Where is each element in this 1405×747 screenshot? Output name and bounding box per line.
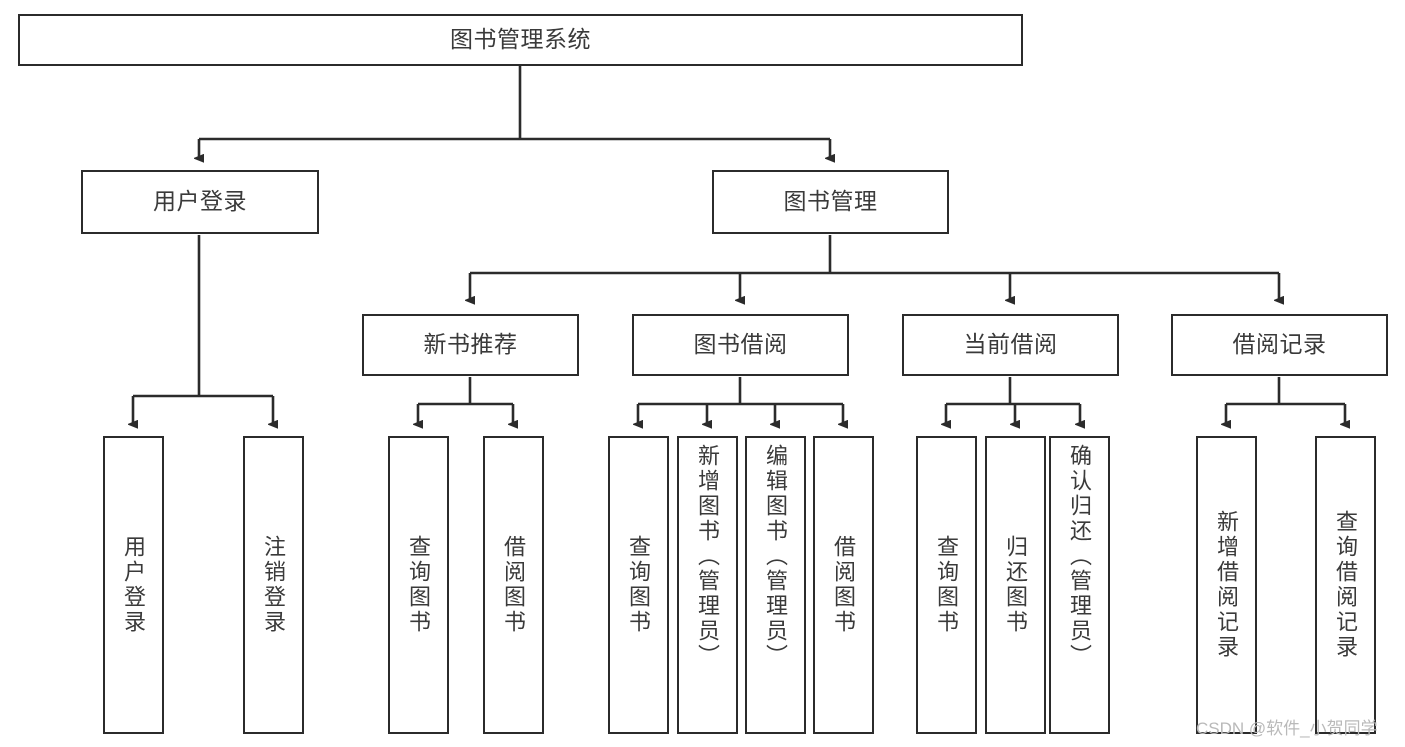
node-label: 确认归还（管理员） [1067, 444, 1093, 669]
node-new-book-recommend[interactable]: 新书推荐 [362, 314, 579, 376]
node-label: 注销登录 [261, 535, 287, 635]
leaf-query-borrow-record[interactable]: 查询借阅记录 [1315, 436, 1376, 734]
node-label: 图书管理 [783, 188, 878, 215]
leaf-edit-book-admin[interactable]: 编辑图书（管理员） [745, 436, 806, 734]
node-label: 图书借阅 [693, 331, 788, 358]
leaf-user-logout[interactable]: 注销登录 [243, 436, 304, 734]
node-label: 用户登录 [153, 188, 247, 215]
node-label: 借阅图书 [501, 535, 527, 635]
leaf-borrow-book-recommend[interactable]: 借阅图书 [483, 436, 544, 734]
node-label: 归还图书 [1003, 535, 1029, 635]
leaf-query-book-borrow[interactable]: 查询图书 [608, 436, 669, 734]
leaf-add-book-admin[interactable]: 新增图书（管理员） [677, 436, 738, 734]
node-root-system[interactable]: 图书管理系统 [18, 14, 1023, 66]
node-label: 新增图书（管理员） [695, 444, 721, 669]
node-book-borrow[interactable]: 图书借阅 [632, 314, 849, 376]
leaf-add-borrow-record[interactable]: 新增借阅记录 [1196, 436, 1257, 734]
node-label: 查询图书 [406, 535, 432, 635]
node-label: 编辑图书（管理员） [763, 444, 789, 669]
node-label: 查询图书 [934, 535, 960, 635]
node-label: 用户登录 [121, 535, 147, 635]
leaf-return-book[interactable]: 归还图书 [985, 436, 1046, 734]
node-user-login[interactable]: 用户登录 [81, 170, 319, 234]
node-book-manage[interactable]: 图书管理 [712, 170, 949, 234]
leaf-user-login[interactable]: 用户登录 [103, 436, 164, 734]
node-label: 查询借阅记录 [1333, 510, 1359, 660]
leaf-confirm-return-admin[interactable]: 确认归还（管理员） [1049, 436, 1110, 734]
node-label: 新增借阅记录 [1214, 510, 1240, 660]
node-borrow-record[interactable]: 借阅记录 [1171, 314, 1388, 376]
node-current-borrow[interactable]: 当前借阅 [902, 314, 1119, 376]
leaf-query-book-current[interactable]: 查询图书 [916, 436, 977, 734]
node-label: 借阅图书 [831, 535, 857, 635]
csdn-watermark: CSDN @软件_小贺同学 [1196, 719, 1378, 738]
node-label: 新书推荐 [423, 331, 518, 358]
node-label: 借阅记录 [1232, 331, 1327, 358]
leaf-borrow-book[interactable]: 借阅图书 [813, 436, 874, 734]
node-label: 图书管理系统 [450, 26, 591, 53]
node-label: 当前借阅 [963, 331, 1058, 358]
leaf-query-book-recommend[interactable]: 查询图书 [388, 436, 449, 734]
node-label: 查询图书 [626, 535, 652, 635]
